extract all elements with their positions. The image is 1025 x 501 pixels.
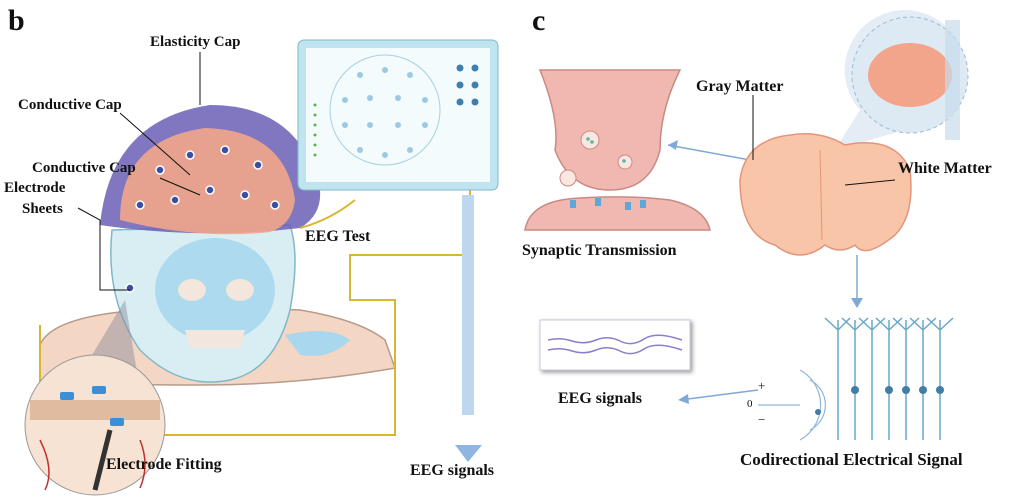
label-codirectional-signal: Codirectional Electrical Signal [740, 450, 963, 469]
label-gray-matter: Gray Matter [696, 78, 784, 95]
label-electrode: Electrode [4, 180, 66, 196]
monitor-electrodes [342, 67, 428, 158]
label-sheets: Sheets [22, 201, 63, 217]
label-plus: + [758, 378, 766, 393]
panel-b-letter: b [8, 4, 25, 37]
cap-electrodes [125, 145, 280, 293]
label-minus: − [758, 412, 766, 427]
label-conductive-cap-1: Conductive Cap [18, 97, 122, 113]
label-conductive-cap-2: Conductive Cap [32, 160, 136, 176]
neurons [824, 317, 954, 440]
label-eeg-signals-b: EEG signals [410, 462, 495, 479]
label-eeg-test: EEG Test [305, 228, 371, 245]
brain-3d [868, 43, 952, 107]
label-zero: 0 [747, 398, 753, 410]
panel-c: c [500, 0, 1025, 501]
label-elasticity-cap: Elasticity Cap [150, 34, 241, 50]
brain [120, 128, 295, 235]
neural-signal-illustration [524, 10, 969, 441]
electrode-fitting-circle [24, 354, 166, 496]
dipole-sketch [758, 369, 826, 441]
teeth [185, 330, 245, 348]
leader-lines [77, 52, 201, 291]
postsynaptic-membrane [524, 196, 711, 231]
vesicle-3 [559, 169, 577, 187]
brain-cross-section [739, 133, 912, 256]
label-eeg-signals-c: EEG signals [558, 390, 643, 407]
eeg-signal-bar [462, 195, 474, 415]
presynaptic-terminal [538, 69, 682, 191]
label-synaptic-transmission: Synaptic Transmission [522, 242, 677, 259]
eye-socket-left [178, 279, 206, 301]
vesicle-1 [580, 130, 600, 150]
neuron-somas [851, 386, 944, 394]
label-white-matter: White Matter [898, 160, 992, 177]
skull [155, 238, 275, 342]
eye-socket-right [226, 279, 254, 301]
label-electrode-fitting: Electrode Fitting [106, 456, 222, 473]
shoulder-blob [285, 331, 350, 356]
eeg-cap-illustration [24, 39, 499, 496]
eeg-signal-arrowhead [455, 445, 482, 462]
eeg-signal-box [539, 319, 691, 371]
panel-c-letter: c [532, 4, 546, 37]
leader-lines-c [752, 95, 896, 186]
panel-b: b [4, 4, 499, 496]
